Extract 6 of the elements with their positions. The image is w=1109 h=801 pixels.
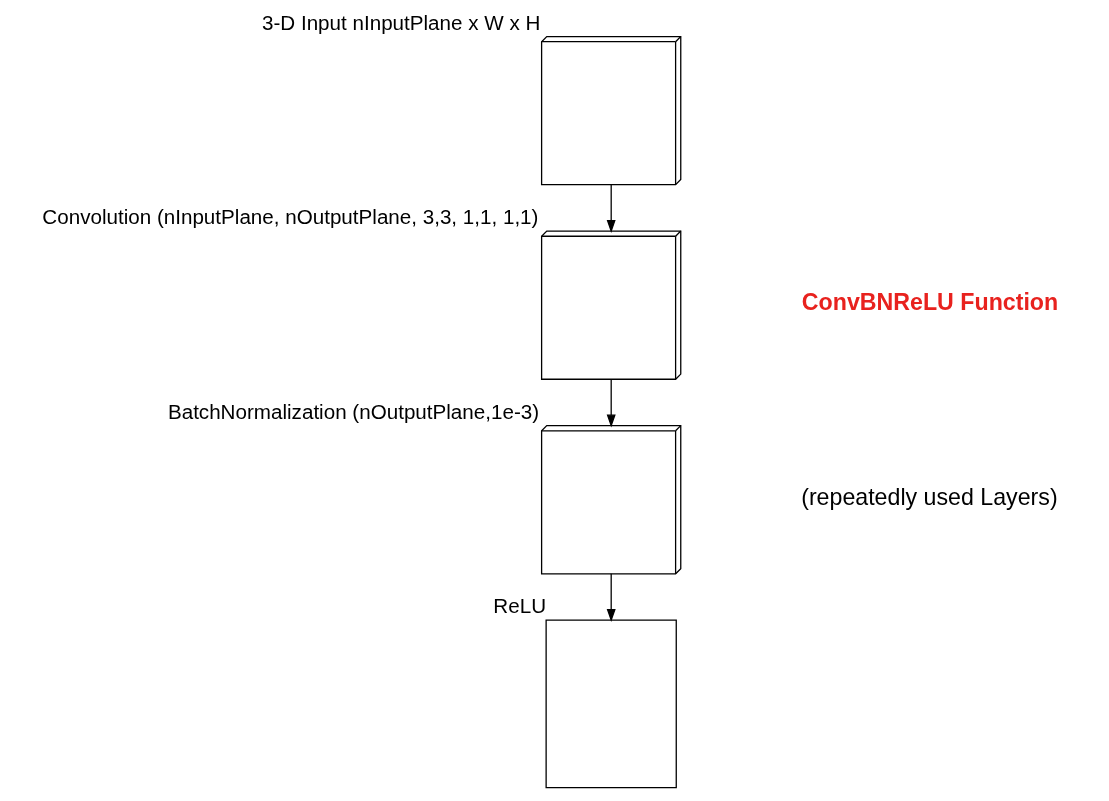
label: ConvBNReLU Function bbox=[801, 288, 1059, 315]
node-label: ReLU bbox=[493, 594, 547, 618]
label: (repeatedly used Layers) bbox=[801, 484, 1058, 511]
node-label: 3-D Input nInputPlane x W x H bbox=[262, 10, 541, 34]
node-label: Convolution (nInputPlane, nOutputPlane, 3,3, 1,1, 1,1) bbox=[42, 205, 539, 229]
node-label: BatchNormalization (nOutputPlane,1e-3) bbox=[167, 399, 540, 423]
